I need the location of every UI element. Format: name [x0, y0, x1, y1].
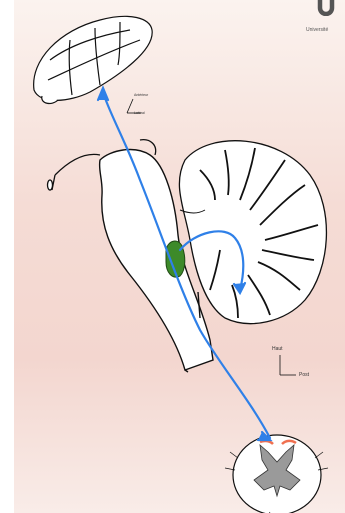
cerebellum	[179, 141, 326, 324]
orientation-large-vertical-label: Haut	[272, 346, 283, 352]
spinal-cord-section	[225, 435, 328, 513]
orientation-marker-large	[280, 355, 296, 375]
orientation-small-bottom-label: Latéral	[134, 111, 145, 115]
cerebrum	[34, 16, 153, 103]
orientation-small-top-label: Antérieur	[134, 93, 148, 97]
orientation-large-horizontal-label: Post	[299, 372, 309, 378]
